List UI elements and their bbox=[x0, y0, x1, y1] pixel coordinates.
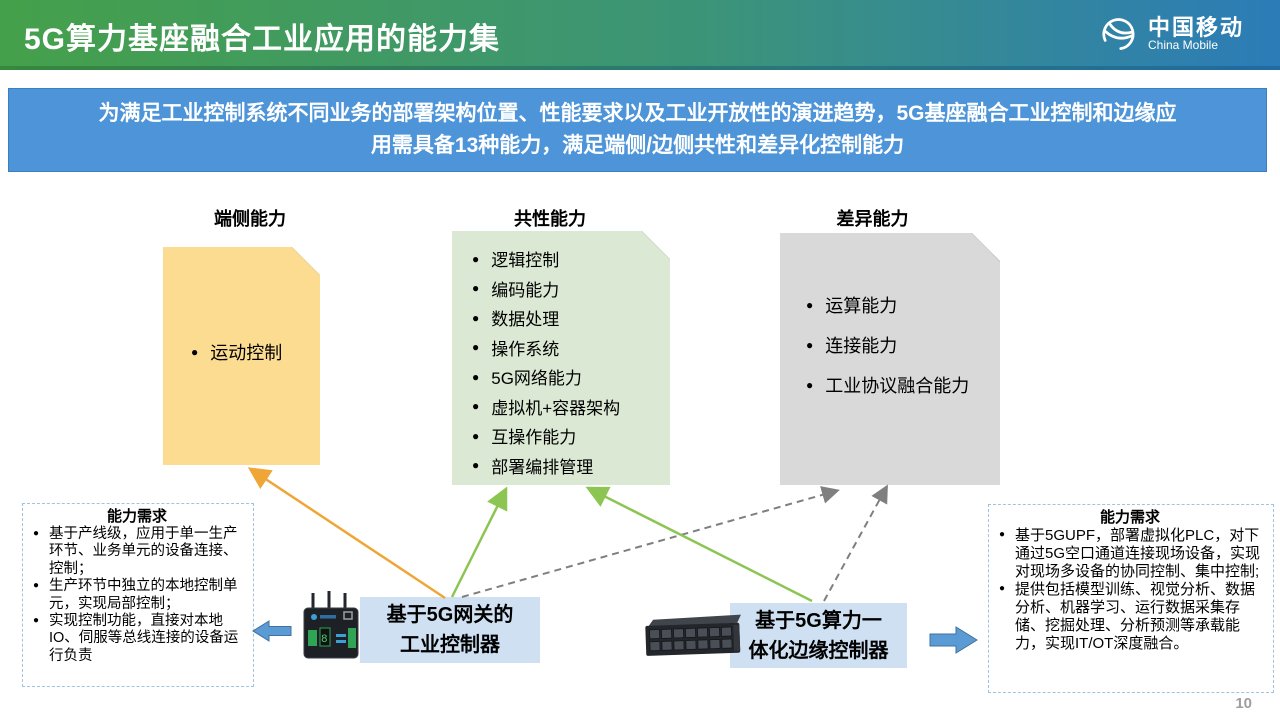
requirements-list: 基于5GUPF，部署虚拟化PLC，对下通过5G空口通道连接现场设备，实现对现场多… bbox=[994, 527, 1266, 653]
capability-item: 部署编排管理 bbox=[472, 451, 670, 481]
arrow-edge-to-common-box bbox=[585, 486, 813, 603]
block-arrow-right bbox=[929, 626, 978, 654]
capability-item: 操作系统 bbox=[472, 333, 670, 363]
capability-list-differential: 运算能力连接能力工业协议融合能力 bbox=[780, 233, 1000, 405]
capability-list-device: 运动控制 bbox=[163, 247, 320, 365]
capability-item: 虚拟机+容器架构 bbox=[472, 392, 670, 422]
label-5g-gateway-controller: 基于5G网关的 工业控制器 bbox=[360, 597, 540, 663]
arrow-gateway-to-diff-box bbox=[461, 486, 840, 598]
label-line: 体化边缘控制器 bbox=[748, 640, 889, 662]
capability-item: 互操作能力 bbox=[472, 421, 670, 451]
requirement-item: 基于5GUPF，部署虚拟化PLC，对下通过5G空口通道连接现场设备，实现对现场多… bbox=[994, 527, 1266, 581]
5g-gateway-device: 8 bbox=[303, 591, 359, 659]
svg-text:8: 8 bbox=[321, 634, 328, 646]
requirement-item: 实现控制功能，直接对本地IO、伺服等总线连接的设备运行负责 bbox=[28, 613, 246, 665]
capability-item: 编码能力 bbox=[472, 274, 670, 304]
summary-banner: 为满足工业控制系统不同业务的部署架构位置、性能要求以及工业开放性的演进趋势，5G… bbox=[8, 88, 1267, 172]
requirements-box-right: 能力需求 基于5GUPF，部署虚拟化PLC，对下通过5G空口通道连接现场设备，实… bbox=[988, 504, 1274, 693]
column-header-differential: 差异能力 bbox=[836, 209, 909, 229]
label-line: 工业控制器 bbox=[400, 634, 500, 656]
logo-text-en: China Mobile bbox=[1147, 38, 1219, 53]
requirements-box-left: 能力需求 基于产线级，应用于单一生产环节、业务单元的设备连接、控制；生产环节中独… bbox=[22, 503, 254, 687]
china-mobile-swirl-icon bbox=[1102, 18, 1135, 51]
requirement-item: 基于产线级，应用于单一生产环节、业务单元的设备连接、控制； bbox=[28, 526, 246, 578]
requirements-title: 能力需求 bbox=[1099, 509, 1160, 526]
capability-item: 运算能力 bbox=[806, 285, 1000, 325]
capability-item: 工业协议融合能力 bbox=[806, 365, 1000, 405]
requirements-list: 基于产线级，应用于单一生产环节、业务单元的设备连接、控制；生产环节中独立的本地控… bbox=[28, 526, 246, 665]
column-header-common: 共性能力 bbox=[514, 209, 586, 229]
arrow-gateway-to-common-box bbox=[450, 486, 508, 598]
capability-item: 数据处理 bbox=[472, 303, 670, 333]
capability-item: 5G网络能力 bbox=[472, 362, 670, 392]
arrow-edge-to-diff-box bbox=[823, 484, 888, 602]
capability-item: 运动控制 bbox=[191, 339, 320, 365]
china-mobile-logo: 中国移动 China Mobile bbox=[1096, 12, 1244, 56]
capability-item: 连接能力 bbox=[806, 325, 1000, 365]
label-line: 基于5G网关的 bbox=[386, 604, 514, 626]
header-underline bbox=[0, 66, 1280, 70]
column-header-device-side: 端侧能力 bbox=[214, 209, 286, 229]
requirement-item: 生产环节中独立的本地控制单元，实现局部控制； bbox=[28, 578, 246, 613]
block-arrow-left bbox=[252, 620, 292, 642]
capability-box-device-side: 运动控制 bbox=[163, 247, 320, 465]
logo-text: 中国移动 China Mobile bbox=[1148, 16, 1244, 52]
edge-server-device bbox=[645, 614, 741, 656]
page-number: 10 bbox=[1235, 695, 1252, 712]
banner-line-1: 为满足工业控制系统不同业务的部署架构位置、性能要求以及工业开放性的演进趋势，5G… bbox=[98, 102, 1177, 125]
banner-line-2: 用需具备13种能力，满足端侧/边侧共性和差异化控制能力 bbox=[370, 134, 905, 157]
capability-list-common: 逻辑控制编码能力数据处理操作系统5G网络能力虚拟机+容器架构互操作能力部署编排管… bbox=[452, 231, 670, 480]
arrow-gateway-to-device-box bbox=[247, 467, 446, 600]
logo-text-cn: 中国移动 bbox=[1147, 15, 1244, 41]
header-bar: 5G算力基座融合工业应用的能力集 中国移动 China Mobile bbox=[0, 0, 1280, 70]
page-title: 5G算力基座融合工业应用的能力集 bbox=[24, 23, 501, 56]
label-line: 基于5G算力一 bbox=[755, 610, 882, 632]
label-5g-edge-controller: 基于5G算力一 体化边缘控制器 bbox=[730, 603, 907, 668]
requirement-item: 提供包括模型训练、视觉分析、数据分析、机器学习、运行数据采集存储、挖掘处理、分析… bbox=[994, 581, 1266, 653]
capability-box-differential: 运算能力连接能力工业协议融合能力 bbox=[780, 233, 1000, 485]
requirements-title: 能力需求 bbox=[106, 508, 167, 525]
capability-box-common: 逻辑控制编码能力数据处理操作系统5G网络能力虚拟机+容器架构互操作能力部署编排管… bbox=[452, 231, 670, 485]
capability-item: 逻辑控制 bbox=[472, 244, 670, 274]
